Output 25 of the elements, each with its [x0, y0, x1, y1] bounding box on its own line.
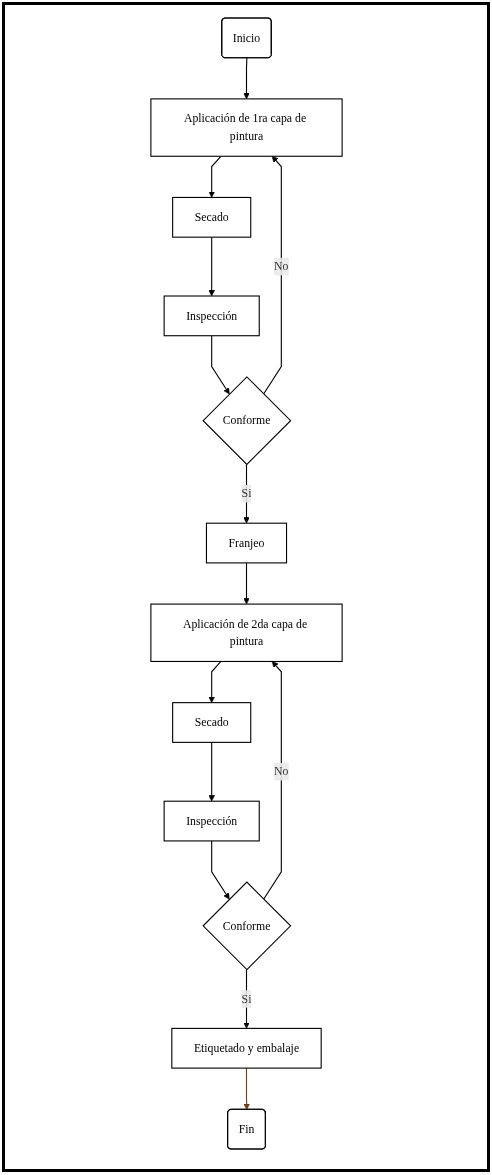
arrow [210, 335, 230, 395]
node-diamond: Conforme [201, 881, 291, 971]
edge-label: No [273, 765, 288, 778]
edge-label: Si [241, 992, 251, 1005]
node-box: Inspección [163, 295, 260, 337]
arrow [242, 1067, 250, 1110]
arrow [262, 155, 282, 395]
arrow [210, 840, 230, 900]
node-box: Secado [171, 702, 251, 743]
edge-label: No [273, 259, 288, 273]
node-box: Aplicación de 1ra capa de pintura [149, 98, 343, 157]
arrow [242, 562, 250, 605]
node-box: Franjeo [205, 522, 287, 564]
arrow [242, 57, 250, 100]
node-box: Inspección [163, 800, 260, 842]
node-box: Etiquetado y embalaje [170, 1027, 322, 1069]
arrow [207, 155, 221, 198]
edge-label: Si [241, 487, 251, 500]
node-box: Secado [171, 196, 251, 238]
arrow [207, 236, 215, 297]
arrow [207, 660, 221, 703]
arrow [207, 741, 215, 802]
node-diamond: Conforme [201, 376, 291, 466]
node-box: Aplicación de 2da capa de pintura [149, 603, 343, 662]
arrow [262, 661, 282, 900]
